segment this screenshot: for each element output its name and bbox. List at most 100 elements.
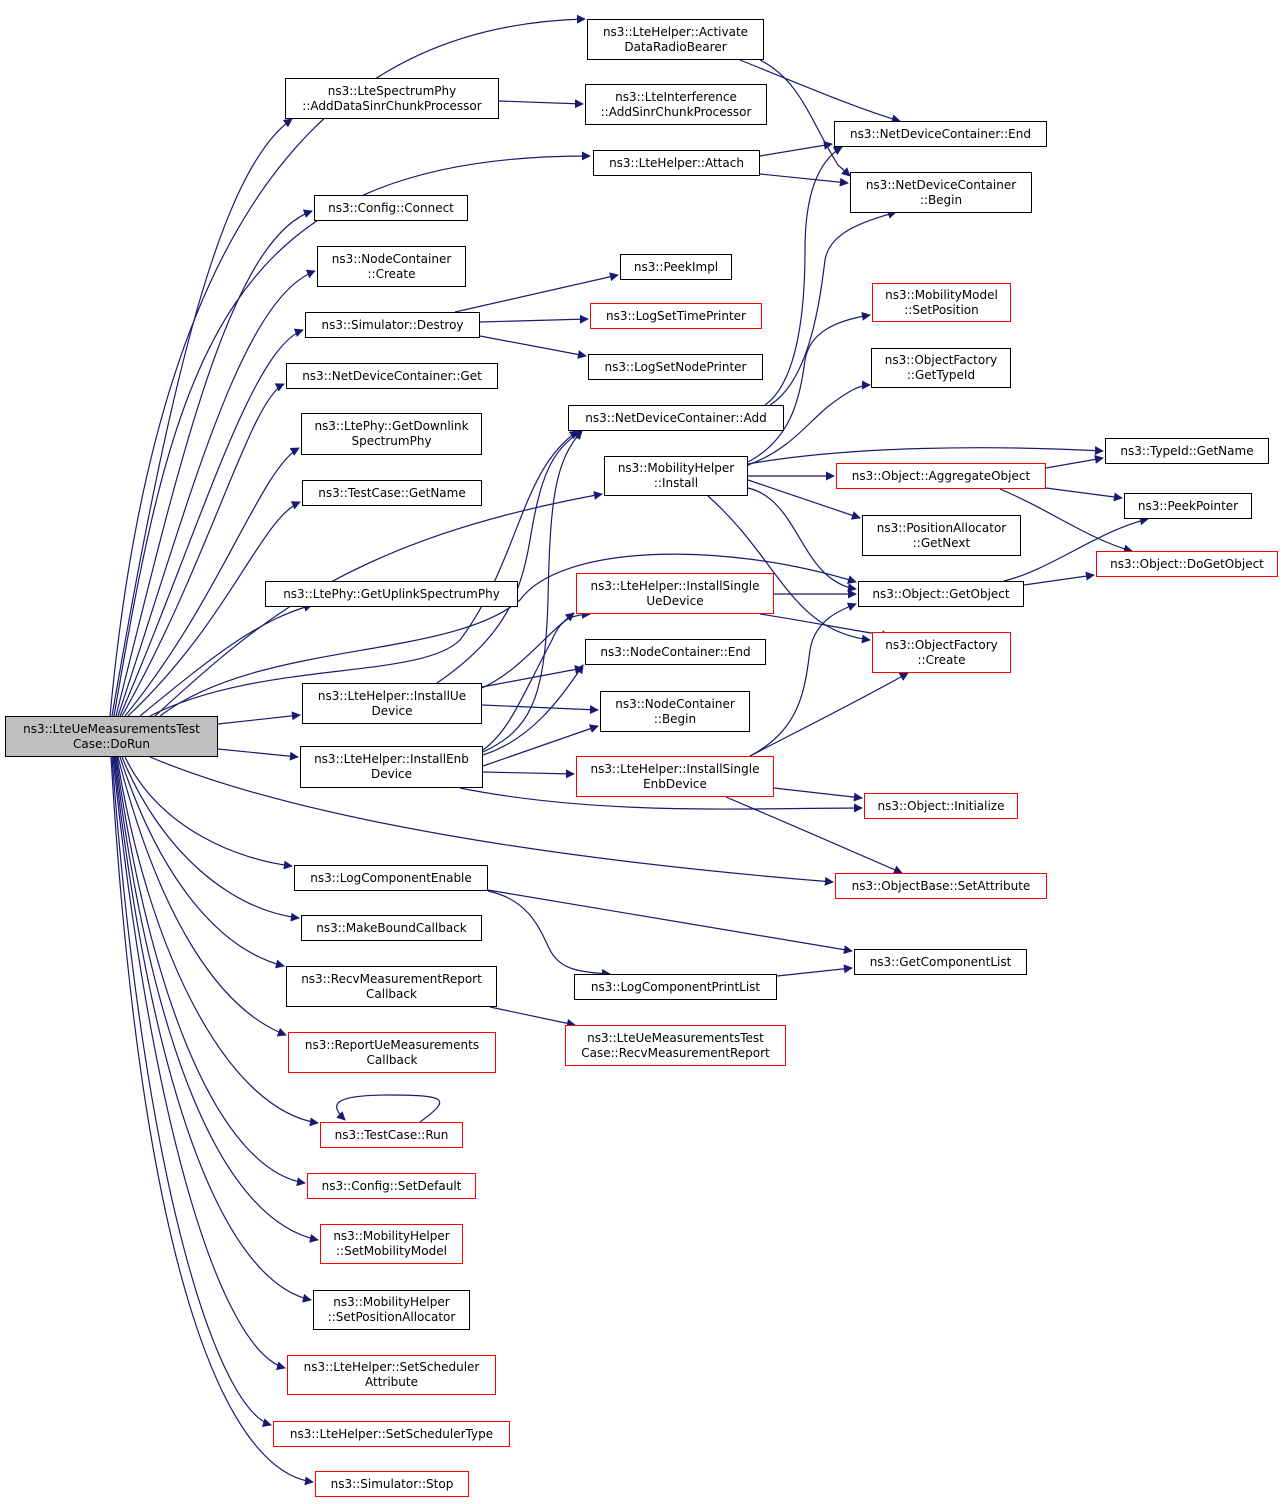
edge-install-ue-single-ue — [481, 612, 575, 689]
edge-root-set-attribute — [149, 756, 834, 886]
node-recv-meas-cb[interactable]: ns3::RecvMeasurementReport Callback — [286, 966, 497, 1007]
node-of-create[interactable]: ns3::ObjectFactory ::Create — [872, 632, 1011, 673]
edge-mh-get-typeid — [747, 380, 871, 466]
edge-log-enable-component-list — [487, 889, 853, 955]
node-get-uplink-phy[interactable]: ns3::LtePhy::GetUplinkSpectrumPhy — [265, 581, 518, 607]
edge-install-enb-nc-end — [482, 664, 584, 756]
edge-root-sim-stop — [110, 756, 314, 1486]
edge-root-sched-attr — [112, 756, 286, 1371]
node-nc-begin[interactable]: ns3::NodeContainer ::Begin — [600, 691, 750, 732]
edge-get-object-do-get — [1023, 571, 1095, 586]
edge-root-install-ue — [217, 711, 301, 725]
node-nc-create[interactable]: ns3::NodeContainer ::Create — [317, 246, 466, 287]
node-log-node-printer[interactable]: ns3::LogSetNodePrinter — [588, 354, 763, 380]
edge-install-enb-initialize — [459, 787, 863, 813]
node-interf-add-sinr[interactable]: ns3::LteInterference ::AddSinrChunkProce… — [585, 84, 767, 125]
edge-mh-pa-getnext — [747, 479, 861, 520]
node-peek-pointer[interactable]: ns3::PeekPointer — [1124, 493, 1252, 519]
edge-recv-meas-test-recv — [489, 1006, 576, 1028]
edge-attach-ndc-end — [759, 140, 833, 157]
edge-root-downlink — [124, 447, 300, 717]
edge-root-sim-destroy — [119, 328, 304, 717]
edge-aggregate-do-get — [999, 488, 1133, 554]
node-config-connect[interactable]: ns3::Config::Connect — [314, 195, 468, 221]
node-set-sched-attr[interactable]: ns3::LteHelper::SetScheduler Attribute — [287, 1355, 496, 1395]
node-config-set-default[interactable]: ns3::Config::SetDefault — [307, 1173, 476, 1199]
edge-get-object-peek-ptr — [1003, 516, 1149, 582]
edge-install-enb-nc-begin — [482, 724, 599, 767]
edge-single-enb-of-create — [749, 672, 909, 757]
node-mh-install[interactable]: ns3::MobilityHelper ::Install — [604, 456, 748, 496]
node-mm-set-position[interactable]: ns3::MobilityModel ::SetPosition — [872, 283, 1011, 322]
edge-aggregate-typeid — [1045, 454, 1104, 469]
node-ndc-get[interactable]: ns3::NetDeviceContainer::Get — [286, 363, 498, 389]
edge-tc-run-self — [336, 1094, 441, 1123]
node-pa-getnext[interactable]: ns3::PositionAllocator ::GetNext — [862, 515, 1021, 556]
edge-root-ndc-get — [121, 383, 285, 717]
edge-root-log-enable — [124, 756, 293, 870]
edge-root-ndc-add — [149, 430, 579, 717]
edge-install-ue-nc-begin — [481, 704, 599, 715]
node-add-sinr-chunk[interactable]: ns3::LteSpectrumPhy ::AddDataSinrChunkPr… — [285, 78, 499, 119]
node-test-recv-report[interactable]: ns3::LteUeMeasurementsTest Case::RecvMea… — [565, 1025, 786, 1066]
node-log-print-list[interactable]: ns3::LogComponentPrintList — [574, 974, 777, 1000]
node-peek-impl[interactable]: ns3::PeekImpl — [620, 254, 732, 280]
node-ndc-add[interactable]: ns3::NetDeviceContainer::Add — [568, 405, 784, 431]
node-log-enable[interactable]: ns3::LogComponentEnable — [294, 865, 488, 891]
edge-root-activate — [109, 14, 586, 717]
edge-root-sched-type — [111, 756, 272, 1428]
edge-root-report-ue — [117, 756, 287, 1037]
node-make-bound-cb[interactable]: ns3::MakeBoundCallback — [301, 915, 482, 941]
node-ndc-end[interactable]: ns3::NetDeviceContainer::End — [834, 121, 1047, 147]
node-ndc-begin[interactable]: ns3::NetDeviceContainer ::Begin — [850, 172, 1032, 213]
edge-add-sinr-interf — [498, 99, 584, 109]
node-aggregate-object[interactable]: ns3::Object::AggregateObject — [836, 463, 1046, 489]
node-install-single-ue[interactable]: ns3::LteHelper::InstallSingle UeDevice — [576, 573, 774, 614]
node-log-time-printer[interactable]: ns3::LogSetTimePrinter — [590, 303, 762, 329]
node-get-component-list[interactable]: ns3::GetComponentList — [854, 949, 1027, 975]
node-obj-initialize[interactable]: ns3::Object::Initialize — [864, 793, 1018, 819]
edge-destroy-node-printer — [479, 335, 587, 359]
node-activate[interactable]: ns3::LteHelper::Activate DataRadioBearer — [587, 19, 764, 60]
edge-root-uplink — [139, 602, 313, 717]
node-sim-destroy[interactable]: ns3::Simulator::Destroy — [305, 312, 480, 338]
node-report-ue-meas-cb[interactable]: ns3::ReportUeMeasurements Callback — [288, 1032, 496, 1073]
edge-destroy-time-printer — [479, 314, 589, 324]
node-nc-end[interactable]: ns3::NodeContainer::End — [585, 639, 766, 665]
node-get-downlink-phy[interactable]: ns3::LtePhy::GetDownlink SpectrumPhy — [301, 413, 482, 455]
edge-attach-ndc-begin — [759, 173, 849, 187]
edge-mh-typeid-getname — [747, 446, 1104, 465]
node-set-sched-type[interactable]: ns3::LteHelper::SetSchedulerType — [273, 1421, 510, 1447]
node-tc-run[interactable]: ns3::TestCase::Run — [320, 1122, 463, 1148]
node-install-ue[interactable]: ns3::LteHelper::InstallUe Device — [302, 683, 482, 724]
edge-activate-ndc-end — [739, 59, 901, 124]
edge-root-set-default — [115, 756, 306, 1187]
edge-install-enb-single-enb — [482, 769, 575, 779]
node-mh-set-mobility[interactable]: ns3::MobilityHelper ::SetMobilityModel — [320, 1224, 463, 1264]
node-install-single-enb[interactable]: ns3::LteHelper::InstallSingle EnbDevice — [576, 756, 774, 797]
node-attach[interactable]: ns3::LteHelper::Attach — [593, 150, 760, 176]
edge-print-list-component-list — [776, 964, 853, 977]
root-node[interactable]: ns3::LteUeMeasurementsTest Case::DoRun — [5, 716, 218, 757]
node-of-get-typeid[interactable]: ns3::ObjectFactory ::GetTypeId — [871, 348, 1011, 388]
edge-activate-ndc-begin — [759, 59, 851, 177]
edge-mh-set-position — [747, 311, 871, 463]
edge-ndc-add-ndc-end — [764, 146, 843, 406]
node-typeid-getname[interactable]: ns3::TypeId::GetName — [1105, 438, 1269, 464]
node-sim-stop[interactable]: ns3::Simulator::Stop — [315, 1471, 469, 1497]
edge-root-attach — [113, 151, 591, 717]
node-install-enb[interactable]: ns3::LteHelper::InstallEnb Device — [300, 746, 483, 788]
node-mh-set-pos-alloc[interactable]: ns3::MobilityHelper ::SetPositionAllocat… — [313, 1290, 470, 1330]
edge-single-ue-of-create — [759, 613, 891, 640]
node-do-get-object[interactable]: ns3::Object::DoGetObject — [1096, 551, 1278, 577]
node-set-attribute[interactable]: ns3::ObjectBase::SetAttribute — [835, 873, 1047, 899]
edge-root-set-pos-alloc — [113, 756, 312, 1303]
node-get-object[interactable]: ns3::Object::GetObject — [858, 581, 1024, 607]
edge-root-install-enb — [217, 748, 299, 761]
edge-root-add-sinr — [111, 118, 293, 717]
edge-root-make-bound — [121, 756, 300, 922]
edge-single-enb-initialize — [773, 787, 863, 802]
edge-root-tc-getname — [127, 501, 301, 717]
edge-destroy-peek-impl — [454, 272, 619, 313]
node-tc-getname[interactable]: ns3::TestCase::GetName — [302, 480, 482, 506]
